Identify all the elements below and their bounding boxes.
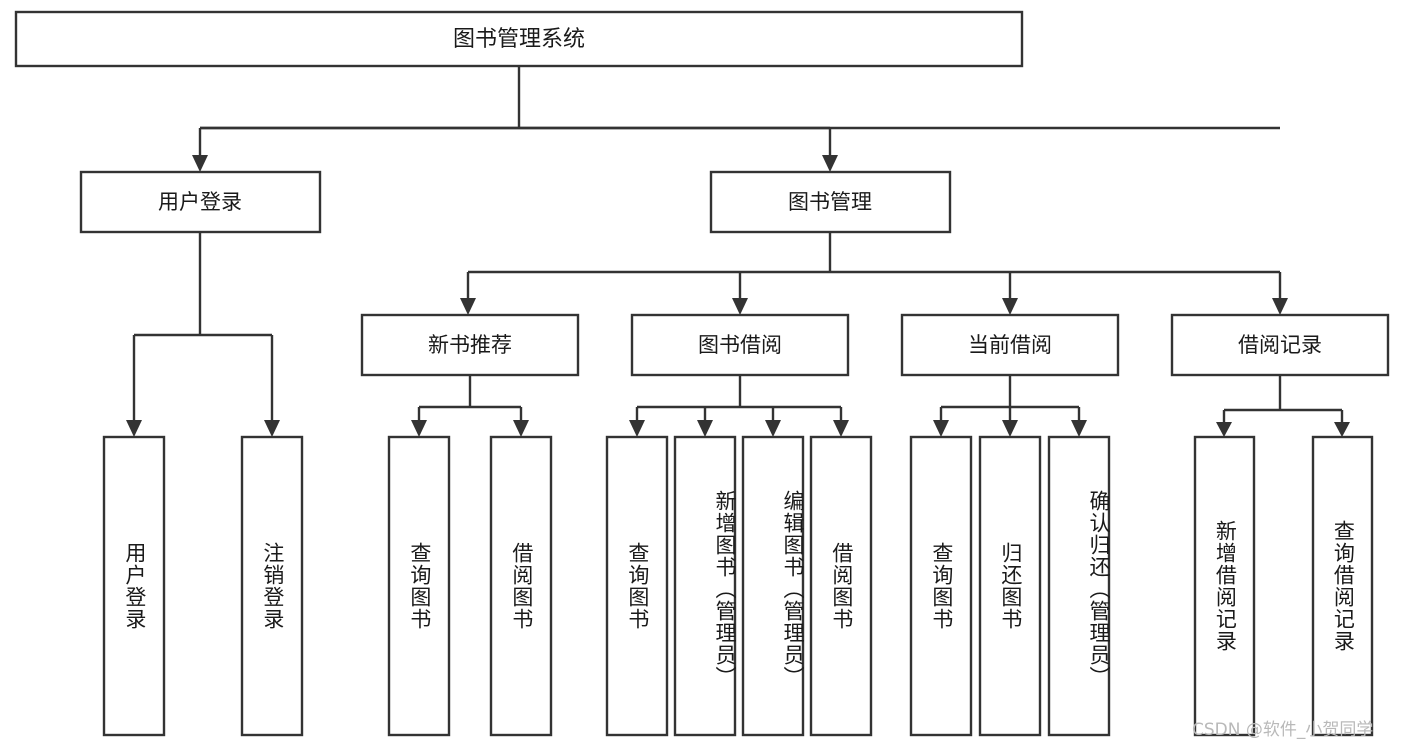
leaf-box-borrow-book-1[interactable] (489, 435, 553, 737)
connector-borrow-record-to-leaves (1216, 375, 1350, 437)
leaf-box-query-record[interactable] (1311, 435, 1374, 737)
leaf-box-query-book-3[interactable] (909, 435, 973, 737)
arrow-head-icon (411, 420, 427, 437)
node-book-manage[interactable]: 图书管理 (709, 170, 952, 234)
leaf-box-query-book-2[interactable] (605, 435, 669, 737)
leaf-box-borrow-book-2[interactable] (809, 435, 873, 737)
node-book-borrow[interactable]: 图书借阅 (630, 313, 850, 377)
connector-new-book-recommend-to-leaves (411, 375, 529, 437)
connector-current-borrow-to-leaves (933, 375, 1087, 437)
node-current-borrow-box[interactable] (900, 313, 1120, 377)
leaf-box-add-record[interactable] (1193, 435, 1256, 737)
connector-user-login-to-leaves (126, 232, 280, 437)
node-new-book-recommend-box[interactable] (360, 313, 580, 377)
arrow-head-icon (629, 420, 645, 437)
arrow-head-icon (264, 420, 280, 437)
node-user-login-label: 用户登录 (158, 190, 242, 214)
node-book-borrow-label: 图书借阅 (698, 333, 782, 357)
node-new-book-recommend-label: 新书推荐 (428, 333, 512, 357)
arrow-head-icon (460, 298, 476, 315)
arrow-head-icon (933, 420, 949, 437)
node-user-login[interactable]: 用户登录 (79, 170, 322, 234)
leaf-box-confirm-return[interactable] (1047, 435, 1111, 737)
connector-book-manage-to-level3 (460, 232, 1288, 315)
node-root-label: 图书管理系统 (453, 27, 585, 52)
leaf-box-logout-login[interactable] (240, 435, 304, 737)
node-borrow-record[interactable]: 借阅记录 (1170, 313, 1390, 377)
arrow-head-icon (822, 155, 838, 172)
connector-root-to-level2 (192, 66, 1280, 172)
arrow-head-icon (833, 420, 849, 437)
arrow-head-icon (1002, 420, 1018, 437)
arrow-head-icon (1334, 422, 1350, 437)
arrow-head-icon (765, 420, 781, 437)
arrow-head-icon (126, 420, 142, 437)
leaf-box-user-login[interactable] (102, 435, 166, 737)
csdn-watermark: CSDN @软件_小贺同学 (1192, 720, 1374, 740)
leaf-box-edit-book[interactable] (741, 435, 805, 737)
node-book-manage-label: 图书管理 (788, 190, 872, 214)
arrow-head-icon (697, 420, 713, 437)
arrow-head-icon (732, 298, 748, 315)
leaf-box-return-book[interactable] (978, 435, 1042, 737)
arrow-head-icon (1002, 298, 1018, 315)
node-root-box[interactable] (14, 10, 1024, 68)
arrow-head-icon (1216, 422, 1232, 437)
arrow-head-icon (1272, 298, 1288, 315)
leaf-box-query-book-1[interactable] (387, 435, 451, 737)
node-borrow-record-label: 借阅记录 (1238, 333, 1322, 357)
arrow-head-icon (1071, 420, 1087, 437)
node-new-book-recommend[interactable]: 新书推荐 (360, 313, 580, 377)
node-current-borrow-label: 当前借阅 (968, 333, 1052, 357)
arrow-head-icon (192, 155, 208, 172)
leaf-box-add-book[interactable] (673, 435, 737, 737)
node-current-borrow[interactable]: 当前借阅 (900, 313, 1120, 377)
connector-book-borrow-to-leaves (629, 375, 849, 437)
arrow-head-icon (513, 420, 529, 437)
node-root[interactable]: 图书管理系统 (14, 10, 1024, 68)
node-user-login-box[interactable] (79, 170, 322, 234)
